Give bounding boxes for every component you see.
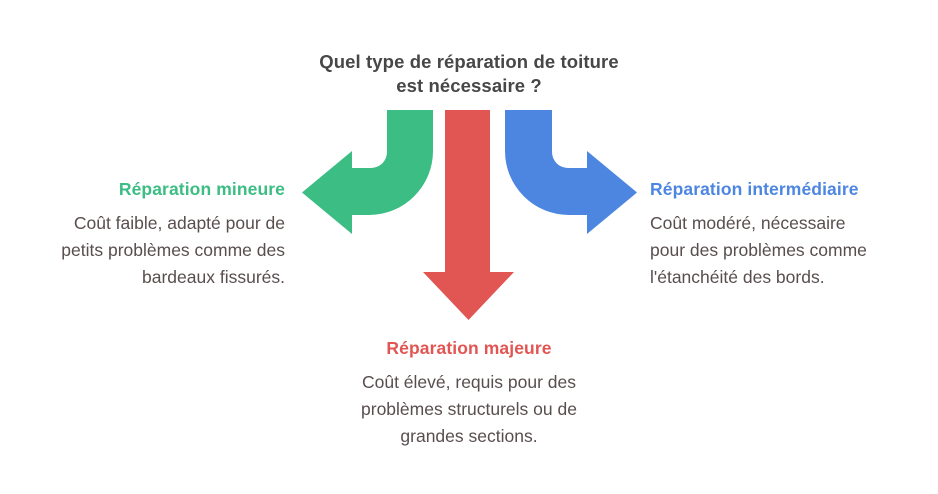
branch-minor-desc-line: bardeaux fissurés. [142,267,285,287]
branch-major-repair: Réparation majeure Coût élevé, requis po… [0,338,938,450]
branch-minor-label: Réparation mineure [118,179,285,199]
branch-minor-desc-line: petits problèmes comme des [61,240,285,260]
branch-minor-desc-line: Coût faible, adapté pour de [73,213,285,233]
branch-intermediate-desc-line: pour des problèmes comme [650,240,867,260]
branch-minor-repair: Réparation mineure Coût faible, adapté p… [0,179,285,291]
branch-intermediate-desc-line: l'étanchéité des bords. [650,267,825,287]
question-title: Quel type de réparation de toiture est n… [0,50,938,98]
arrow-down-icon [423,110,514,320]
arrow-left-icon [302,110,433,234]
arrow-right-icon [505,110,637,234]
branch-major-desc-line: Coût élevé, requis pour des [361,372,577,392]
question-title-line-2: est nécessaire ? [396,75,542,96]
branch-intermediate-label: Réparation intermédiaire [650,179,859,199]
branch-major-desc-line: grandes sections. [400,426,538,446]
branch-major-desc-line: problèmes structurels ou de [361,399,577,419]
branch-intermediate-repair: Réparation intermédiaire Coût modéré, né… [650,179,938,291]
branch-major-label: Réparation majeure [386,338,552,358]
branch-intermediate-desc-line: Coût modéré, nécessaire [650,213,846,233]
question-title-line-1: Quel type de réparation de toiture [319,51,619,72]
